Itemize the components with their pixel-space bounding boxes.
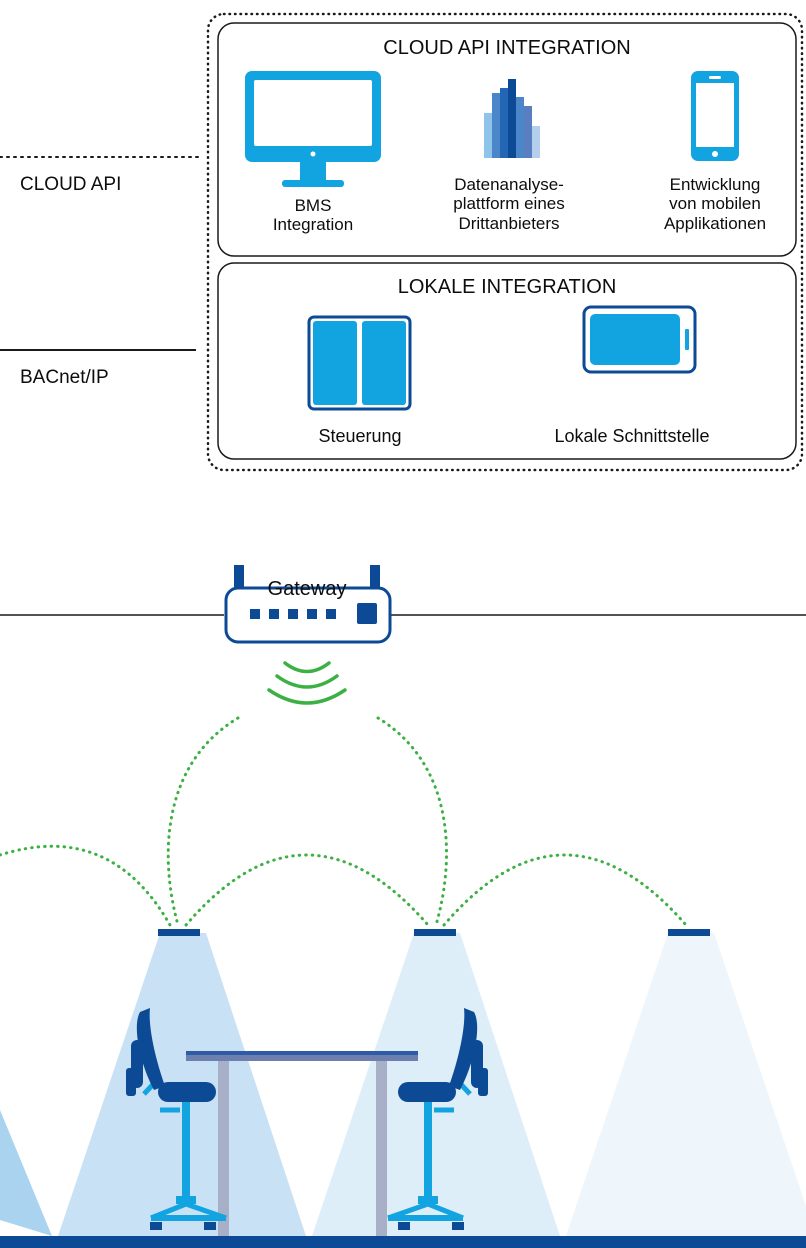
mesh-link-lamp1-lamp2 bbox=[184, 853, 430, 927]
mesh-link-gateway-right bbox=[376, 716, 448, 927]
chair-left-icon bbox=[126, 1008, 227, 1230]
analytics-label-line1: Datenanalyse- bbox=[454, 175, 564, 194]
wireless-signal-icon bbox=[267, 661, 347, 705]
bacnet-label: BACnet/IP bbox=[20, 367, 109, 388]
ceiling-lamp-1 bbox=[158, 929, 200, 936]
analytics-label-line2: plattform eines bbox=[453, 194, 565, 213]
table-icon bbox=[186, 1051, 418, 1240]
mesh-link-far-left bbox=[0, 844, 172, 927]
mobile-label-line2: von mobilen bbox=[669, 194, 761, 213]
local-integration-box: LOKALE INTEGRATION Steuerung Lokale Schn… bbox=[217, 262, 797, 460]
mesh-link-gateway-left bbox=[166, 716, 240, 927]
control-label: Steuerung bbox=[318, 426, 401, 446]
control-panel-icon bbox=[307, 315, 412, 411]
light-beam-3 bbox=[566, 933, 806, 1236]
cloud-api-label: CLOUD API bbox=[20, 174, 121, 195]
integration-container bbox=[206, 12, 804, 472]
cloud-integration-title: CLOUD API INTEGRATION bbox=[383, 37, 630, 59]
mesh-connections bbox=[0, 716, 688, 927]
local-interface-label: Lokale Schnittstelle bbox=[554, 426, 709, 446]
light-beam-partial bbox=[0, 1110, 52, 1236]
smartphone-icon bbox=[691, 71, 739, 161]
monitor-icon bbox=[245, 71, 381, 187]
mesh-link-lamp2-lamp3 bbox=[442, 853, 688, 927]
local-integration-title: LOKALE INTEGRATION bbox=[398, 276, 617, 298]
gateway-label: Gateway bbox=[268, 578, 347, 600]
router-icon bbox=[224, 565, 392, 644]
tablet-icon bbox=[582, 305, 697, 374]
cloud-integration-box: CLOUD API INTEGRATION BMS Integration Da… bbox=[217, 22, 797, 257]
bms-label-line2: Integration bbox=[273, 215, 353, 234]
floor-bar bbox=[0, 1236, 806, 1248]
mobile-label-line1: Entwicklung bbox=[670, 175, 761, 194]
chair-right-icon bbox=[387, 1008, 488, 1230]
ceiling-lamp-2 bbox=[414, 929, 456, 936]
ceiling-lamp-3 bbox=[668, 929, 710, 936]
bar-chart-icon bbox=[484, 79, 540, 158]
analytics-label-line3: Drittanbieters bbox=[458, 214, 559, 233]
mobile-label-line3: Applikationen bbox=[664, 214, 766, 233]
bms-label-line1: BMS bbox=[295, 196, 332, 215]
